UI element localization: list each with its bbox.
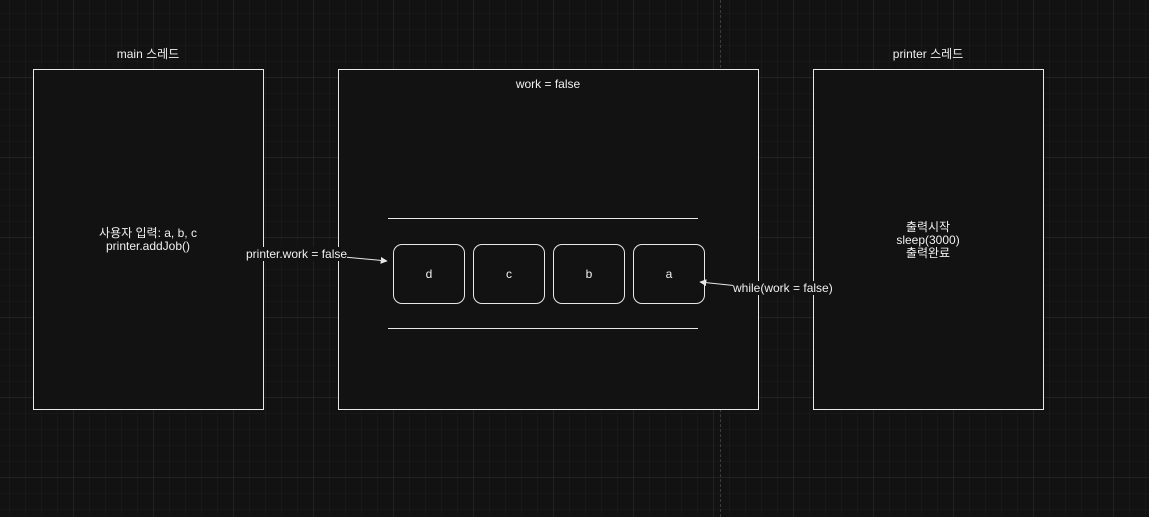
main-thread-box[interactable] bbox=[33, 69, 264, 410]
main-thread-text: 사용자 입력: a, b, c printer.addJob() bbox=[99, 227, 197, 253]
printer-thread-line: 출력완료 bbox=[905, 246, 951, 260]
shared-object-box[interactable] bbox=[338, 69, 759, 410]
shared-object-title: work = false bbox=[515, 77, 581, 91]
main-thread-line: 사용자 입력: a, b, c bbox=[99, 226, 197, 240]
queue-item[interactable]: a bbox=[633, 244, 705, 304]
queue-top-line bbox=[388, 218, 698, 219]
printer-thread-title: printer 스레드 bbox=[892, 47, 964, 61]
queue-bottom-line bbox=[388, 328, 698, 329]
queue-item[interactable]: d bbox=[393, 244, 465, 304]
arrow-right-label: while(work = false) bbox=[733, 281, 833, 295]
queue-item[interactable]: c bbox=[473, 244, 545, 304]
printer-thread-text: 출력시작 sleep(3000) 출력완료 bbox=[896, 221, 959, 260]
arrow-left-label: printer.work = false bbox=[246, 247, 348, 261]
queue-item[interactable]: b bbox=[553, 244, 625, 304]
main-thread-line: printer.addJob() bbox=[105, 239, 191, 253]
main-thread-title: main 스레드 bbox=[116, 47, 180, 61]
printer-thread-box[interactable] bbox=[813, 69, 1044, 410]
printer-thread-line: sleep(3000) bbox=[896, 233, 960, 247]
printer-thread-line: 출력시작 bbox=[905, 220, 951, 234]
